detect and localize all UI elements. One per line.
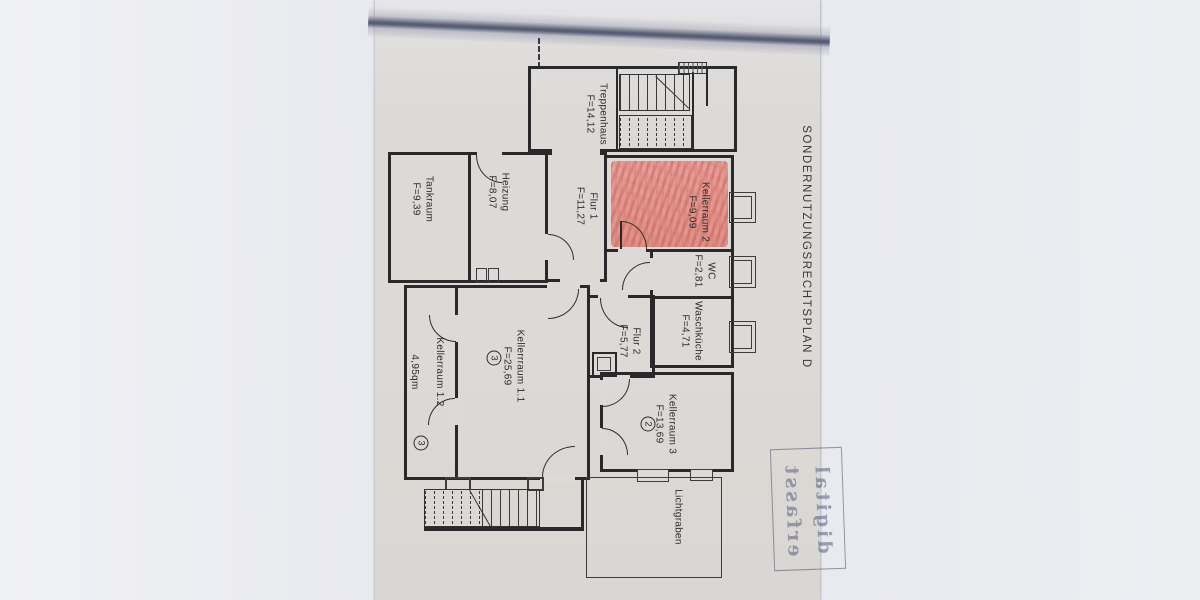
room-name: Kellerraum 3	[666, 393, 678, 455]
room-area: F=14,12	[585, 94, 596, 134]
room-name: Flur 2	[630, 327, 642, 355]
room-name: Lichtgraben	[672, 489, 684, 545]
light-shaft-box-inner	[733, 196, 752, 219]
room-area: F=25,69	[502, 346, 513, 386]
shaft-block-inner	[597, 357, 611, 371]
room-area: F=5,77	[618, 324, 629, 358]
room-area: F=11,27	[575, 186, 586, 226]
door-opening	[540, 475, 575, 482]
room-name: Kellerraum 2	[699, 181, 711, 243]
room-name: WC	[705, 262, 717, 280]
room-name: Kellerraum 1.2 4,95qm	[408, 337, 445, 407]
wall-segment	[581, 480, 584, 528]
door-opening	[477, 151, 502, 156]
stamp-line2: erfasst	[780, 462, 806, 557]
room-name: Heizung	[499, 172, 511, 212]
light-shaft-box	[729, 256, 756, 288]
door-opening	[547, 284, 580, 290]
door-opening	[453, 315, 460, 342]
light-shaft-box	[729, 321, 756, 353]
exterior-stair-solid	[482, 489, 540, 527]
light-shaft-box-inner	[733, 325, 752, 349]
room-area: F=2,81	[693, 254, 704, 288]
unit-number-circle: 2	[640, 416, 656, 432]
door-opening	[618, 248, 646, 253]
stair-flight-dashed	[619, 115, 692, 149]
stair-flight-upper	[619, 74, 690, 111]
shaft-block	[592, 352, 617, 377]
unit-number-circle: 3	[486, 350, 502, 366]
unit-number-circle: 3	[413, 435, 429, 451]
light-shaft-box	[729, 192, 756, 223]
room-area: F=8,07	[487, 175, 498, 209]
room-name: Kellerrraum 1.1	[514, 329, 526, 403]
kellerraum11-outline	[455, 285, 590, 480]
wall-segment	[616, 69, 618, 149]
door-opening	[598, 294, 628, 299]
room-name: Flur 1	[587, 192, 599, 220]
waschkueche-outline	[650, 296, 734, 368]
wall-segment	[468, 155, 471, 280]
exterior-stair-dashed	[424, 489, 482, 527]
cellar-window	[637, 469, 669, 482]
stamp-line1: digital	[810, 462, 836, 554]
lichtgraben-outline	[586, 477, 722, 578]
room-name: Tankraum	[423, 175, 435, 223]
wall-segment	[424, 527, 584, 531]
treppenhaus-outline	[528, 66, 737, 152]
door-opening	[649, 258, 655, 290]
chimney-flue	[476, 268, 487, 283]
wall-segment	[692, 72, 694, 149]
room-area: F=4,71	[680, 314, 691, 348]
room-name: Treppenhaus	[597, 83, 609, 145]
wall-segment	[706, 66, 708, 106]
door-opening	[453, 398, 460, 425]
entry-window	[678, 62, 707, 74]
digital-erfasst-stamp: digital erfasst	[769, 446, 847, 572]
room-area: F=9,39	[411, 182, 422, 216]
corridor-opening	[560, 278, 600, 286]
dashed-reference-line	[538, 38, 540, 68]
door-opening	[544, 234, 550, 260]
light-shaft-box-inner	[733, 260, 752, 284]
cellar-window	[690, 469, 713, 481]
opening-to-treppenhaus	[552, 148, 600, 158]
chimney-flue	[488, 268, 499, 283]
room-area: F=9,09	[687, 195, 698, 229]
room-name: Waschküche	[692, 301, 704, 361]
